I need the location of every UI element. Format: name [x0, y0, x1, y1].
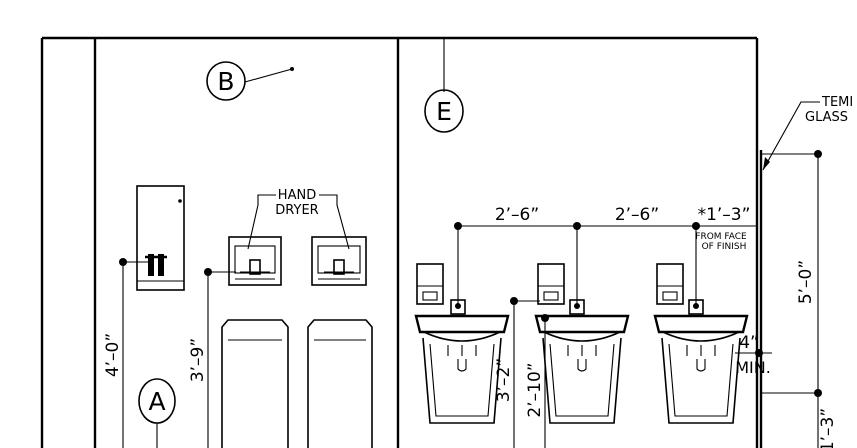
- sink-1: [414, 299, 510, 424]
- soap-dispenser-1: [416, 263, 444, 305]
- dimension-2-10: 2’–10”: [525, 314, 549, 448]
- dimension-4-min: 4” MIN.: [735, 333, 772, 377]
- dim-sink-spacing-1: 2’–6”: [495, 205, 539, 225]
- callout-e: E: [424, 38, 464, 133]
- from-face-label-line2: OF FINISH: [702, 242, 747, 252]
- glass-label-line2: GLASS: [805, 110, 848, 125]
- callout-e-letter: E: [436, 97, 452, 126]
- dim-height-1-3: 1’–3”: [818, 408, 838, 448]
- hand-dryer-label: HAND DRYER: [247, 188, 350, 250]
- dim-height-4-0: 4’–0”: [103, 333, 123, 377]
- dim-height-2-10: 2’–10”: [525, 362, 545, 417]
- dim-height-3-2: 3’–2”: [494, 358, 514, 402]
- dim-wall-offset: *1’–3”: [698, 205, 751, 225]
- soap-dispenser-3: [656, 263, 684, 305]
- waste-receptacle-1: [221, 319, 289, 448]
- dimension-5-0: 5’–0” 1’–3”: [761, 150, 838, 448]
- callout-a-letter: A: [148, 387, 165, 416]
- dimension-4-0: 4’–0”: [103, 258, 150, 448]
- dim-clearance-4: 4”: [739, 333, 759, 353]
- glass-label-line1: TEMI: [821, 95, 853, 110]
- sink-3: [653, 299, 749, 424]
- dimension-3-9: 3’–9”: [188, 268, 236, 448]
- dimension-3-2: 3’–2”: [494, 297, 540, 448]
- from-face-label-line1: FROM FACE: [695, 232, 747, 242]
- hand-dryer-label-line2: DRYER: [275, 203, 318, 218]
- dim-height-5-0: 5’–0”: [796, 260, 816, 304]
- tempered-glass-leader: TEMI GLASS: [762, 95, 853, 171]
- dim-sink-spacing-2: 2’–6”: [615, 205, 659, 225]
- wall-outlines: [40, 36, 763, 448]
- hand-dryer-2: [311, 236, 367, 286]
- sink-spacing-dimension: 2’–6” 2’–6” *1’–3” FROM FACE OF FINISH: [454, 205, 757, 309]
- callout-a: A: [138, 378, 176, 448]
- min-label: MIN.: [735, 358, 771, 377]
- soap-dispenser-2: [537, 263, 565, 305]
- dispenser-cabinet: [136, 185, 185, 291]
- waste-receptacle-2: [307, 319, 373, 448]
- sink-2: [534, 299, 630, 424]
- callout-b-letter: B: [217, 67, 234, 96]
- hand-dryer-label-line1: HAND: [278, 188, 316, 203]
- callout-b: B: [206, 61, 294, 101]
- dim-height-3-9: 3’–9”: [188, 338, 208, 382]
- hand-dryer-1: [228, 236, 282, 286]
